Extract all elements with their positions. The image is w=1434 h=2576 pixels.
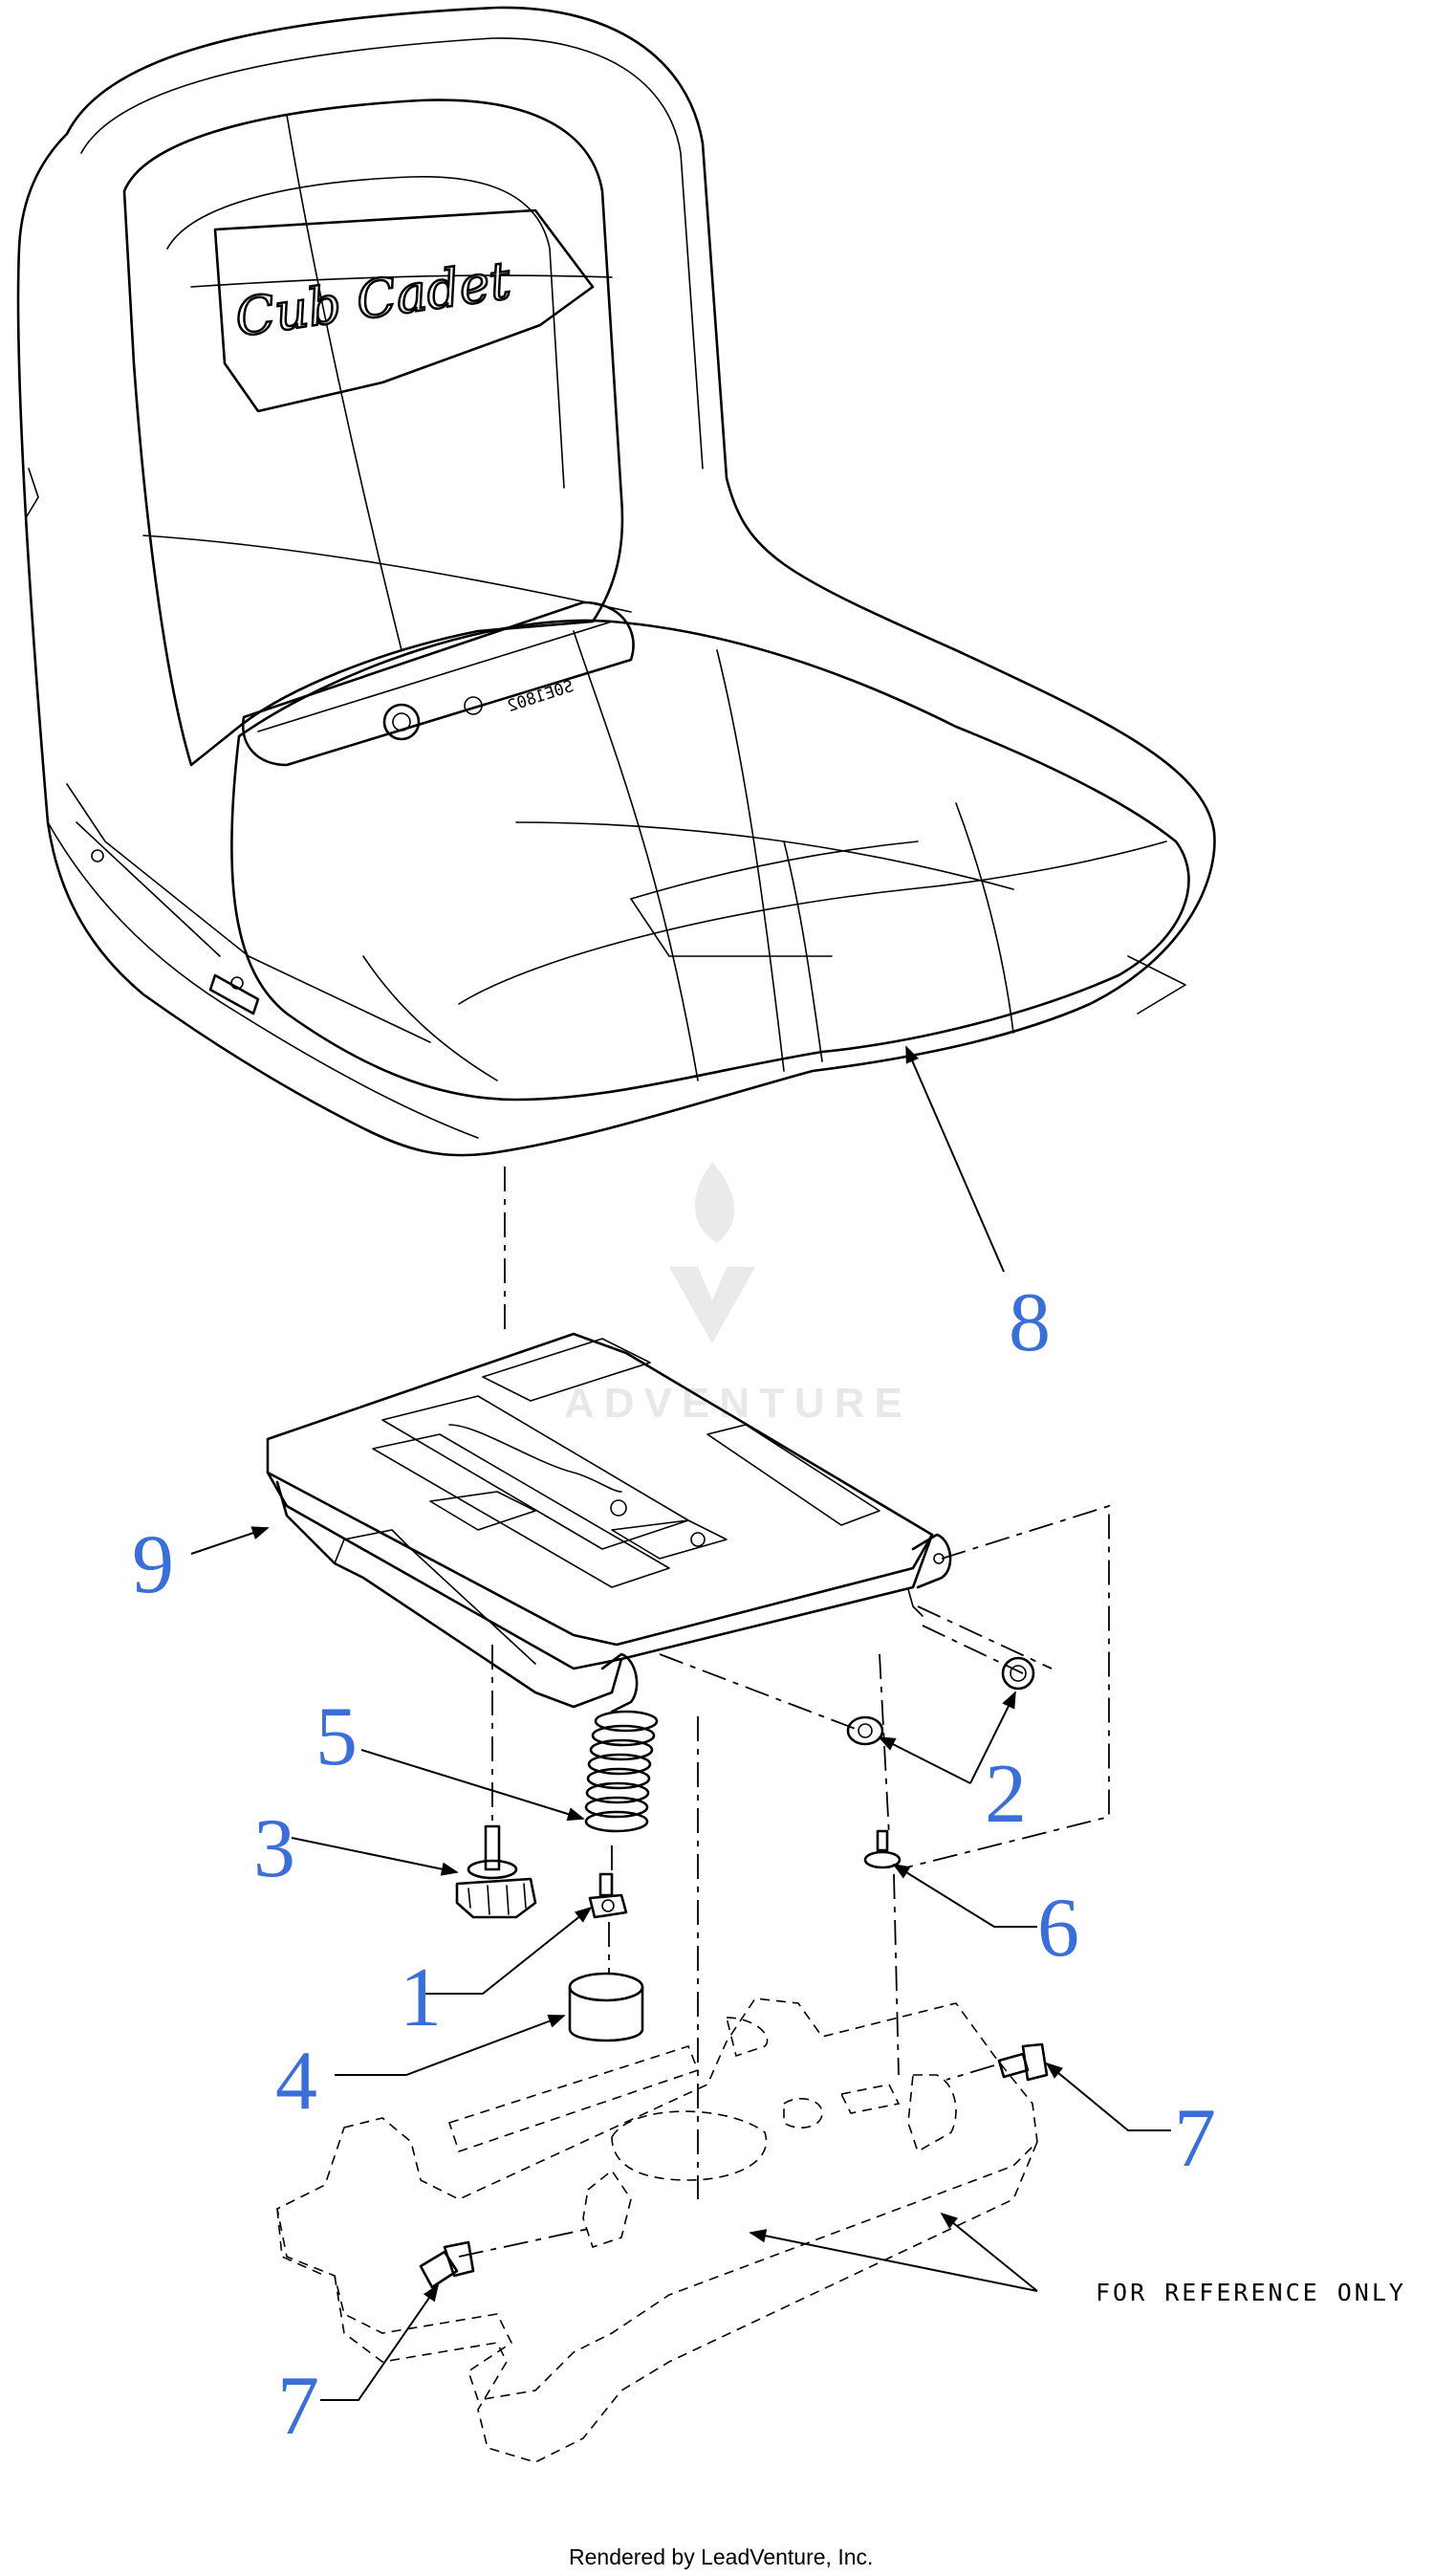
shoulder-bolt-illustration [588, 1872, 628, 1919]
callout-6[interactable]: 6 [1037, 1882, 1079, 1975]
callout-3[interactable]: 3 [253, 1802, 295, 1895]
leader-lines [190, 1045, 1171, 2401]
callout-4[interactable]: 4 [275, 2035, 317, 2128]
svg-text:ADVENTURE: ADVENTURE [564, 1380, 912, 1427]
callout-5[interactable]: 5 [315, 1691, 358, 1783]
watermark: ADVENTURE [564, 1162, 912, 1427]
callout-7-right[interactable]: 7 [1174, 2092, 1216, 2185]
callout-8[interactable]: 8 [1009, 1277, 1051, 1369]
mount-bolt-illustration [419, 2042, 1049, 2289]
seat-code: S0E1802 [505, 677, 576, 716]
bushing-illustration [568, 1972, 644, 2042]
assembly-lines [458, 1504, 1110, 2258]
knob-bolt-illustration [455, 1824, 537, 1919]
reference-base-illustration [276, 1997, 1038, 2463]
brand-logo: Cub Cadet [231, 251, 514, 349]
footer-credit: Rendered by LeadVenture, Inc. [569, 2544, 873, 2569]
seat-illustration: Cub Cadet S0E1802 [16, 6, 1216, 1157]
spring-illustration [584, 1710, 659, 1833]
callout-9[interactable]: 9 [132, 1518, 174, 1611]
seat-plate-illustration [266, 1332, 952, 1714]
reference-note: FOR REFERENCE ONLY [1096, 2279, 1406, 2306]
flange-nut-illustration [846, 1656, 1035, 1746]
callout-1[interactable]: 1 [400, 1952, 442, 2044]
callout-2[interactable]: 2 [985, 1748, 1027, 1841]
callout-7-left[interactable]: 7 [277, 2360, 319, 2453]
pin-illustration [863, 1829, 902, 1869]
